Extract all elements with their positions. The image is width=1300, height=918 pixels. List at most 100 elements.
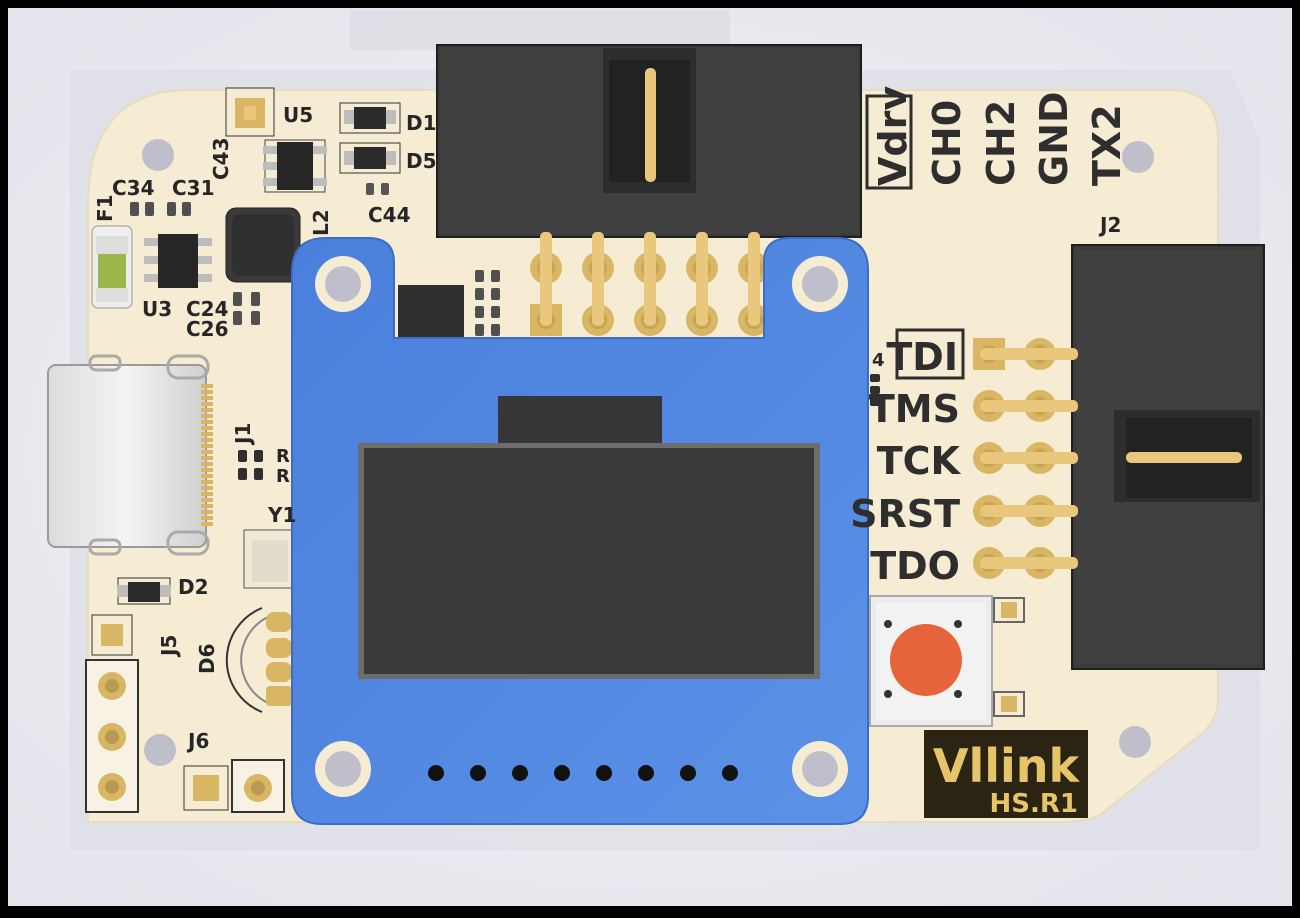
usb-pin — [201, 468, 213, 472]
top-label-gnd: GND — [1032, 91, 1076, 186]
usb-pin — [201, 426, 213, 430]
usb-pin — [201, 438, 213, 442]
jtag-pin — [980, 557, 1078, 569]
jtag-label-tck: TCK — [877, 439, 962, 483]
usb-pin — [201, 390, 213, 394]
usb-pin — [201, 522, 213, 526]
passives-r — [238, 450, 263, 480]
jtag-label-srst: SRST — [850, 492, 960, 536]
silk-j5: J5 — [157, 635, 181, 658]
oled-display-module — [291, 237, 869, 825]
silk-r-b: R — [276, 466, 290, 487]
jtag-pin — [980, 452, 1078, 464]
usb-pin — [201, 474, 213, 478]
top-header-labels: Vdrv CH0 CH2 GND TX2 — [865, 86, 1129, 190]
jtag-header-j2 — [1071, 244, 1265, 670]
usb-pin — [201, 504, 213, 508]
jtag-pins — [973, 338, 1078, 579]
silk-c31: C31 — [172, 176, 215, 200]
silk-d5: D5 — [406, 149, 437, 173]
passive-r4 — [870, 374, 880, 406]
usb-pin — [201, 510, 213, 514]
jtag-pin — [980, 348, 1078, 360]
display-pin-hole — [596, 765, 612, 781]
display-pin-hole — [722, 765, 738, 781]
inductor-l2 — [225, 207, 301, 283]
vdrv-label-box — [865, 94, 913, 190]
passives-c34-c31 — [130, 202, 191, 216]
usb-pin — [201, 486, 213, 490]
usb-pin — [201, 402, 213, 406]
fuse-f1 — [91, 225, 133, 309]
top-label-ch2: CH2 — [979, 100, 1023, 186]
silk-d1: D1 — [406, 111, 437, 135]
jtag-pin — [980, 505, 1078, 517]
usb-pin — [201, 408, 213, 412]
usb-pin — [201, 498, 213, 502]
silkscreen-labels: U5 D1 D5 C43 C44 C34 C31 F1 U3 C24 C26 L… — [93, 103, 1121, 753]
top-label-tx2: TX2 — [1085, 104, 1129, 186]
top-label-vdrv: Vdrv — [871, 86, 915, 186]
silk-d2: D2 — [178, 575, 209, 599]
led-d6 — [225, 607, 292, 713]
top-pin-header — [436, 44, 862, 238]
top-pin-overlay — [748, 232, 760, 326]
display-pin-hole — [512, 765, 528, 781]
silk-l2: L2 — [309, 209, 333, 236]
usb-pin — [201, 456, 213, 460]
passives-mid — [475, 270, 500, 336]
usb-pin — [201, 414, 213, 418]
crystal-y1 — [243, 529, 295, 589]
enclosure-top-shadow — [350, 10, 730, 50]
top-pin-overlay — [592, 232, 604, 326]
top-label-ch0: CH0 — [925, 100, 969, 186]
usb-pin — [201, 396, 213, 400]
usb-pin — [201, 480, 213, 484]
header-j6 — [183, 759, 285, 813]
usb-pin — [201, 462, 213, 466]
jtag-label-tms: TMS — [869, 387, 960, 431]
silk-c43: C43 — [209, 137, 233, 180]
u5-region — [225, 87, 327, 193]
silk-u5: U5 — [283, 103, 313, 127]
silk-j2: J2 — [1098, 213, 1121, 237]
usb-pin — [201, 420, 213, 424]
display-pin-hole — [470, 765, 486, 781]
silk-r4: 4 — [872, 350, 885, 371]
silk-j1: J1 — [231, 423, 255, 446]
jtag-pin — [980, 400, 1078, 412]
display-pin-hole — [680, 765, 696, 781]
usb-c-pins — [201, 384, 213, 526]
silk-c26: C26 — [186, 317, 229, 341]
diodes-d1-d5 — [339, 102, 401, 195]
mounting-holes — [142, 139, 1154, 766]
logo-name: Vllink — [933, 739, 1081, 793]
jtag-label-tdi: TDI — [886, 335, 958, 379]
usb-pin — [201, 384, 213, 388]
u3-chip — [144, 234, 212, 288]
usb-pin — [201, 444, 213, 448]
usb-c-connector — [47, 354, 210, 556]
header-j5 — [85, 614, 139, 813]
tactile-button[interactable] — [869, 595, 1025, 727]
display-pin-hole — [428, 765, 444, 781]
usb-pin — [201, 432, 213, 436]
usb-pin — [201, 450, 213, 454]
top-header-pins — [530, 232, 770, 336]
top-pin-overlay — [540, 232, 552, 326]
logo-revision: HS.R1 — [990, 789, 1078, 819]
silk-y1: Y1 — [267, 503, 296, 527]
silk-r-a: R — [276, 446, 290, 467]
silk-c34: C34 — [112, 176, 155, 200]
passives-c24-c26 — [233, 292, 260, 325]
silk-u3: U3 — [142, 297, 172, 321]
top-pin-overlay — [644, 232, 656, 326]
display-pin-hole — [554, 765, 570, 781]
display-pin-hole — [638, 765, 654, 781]
silk-c24: C24 — [186, 297, 229, 321]
silk-d6: D6 — [195, 643, 219, 674]
tdi-label-box — [895, 328, 965, 380]
